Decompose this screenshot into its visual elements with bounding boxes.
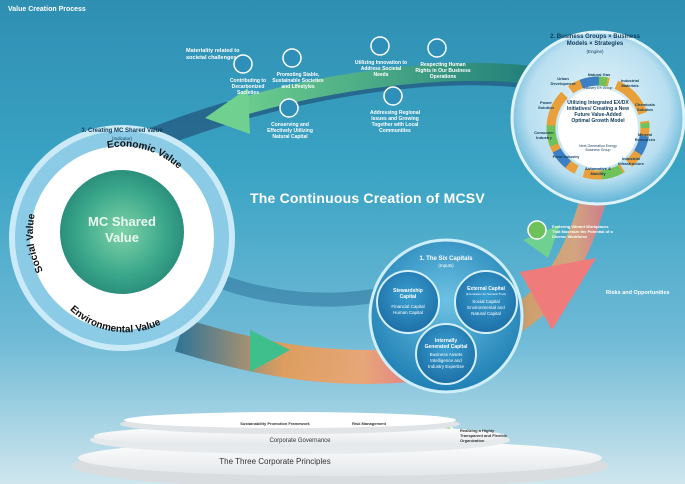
internal-body: Business Assets Intelligence and Industr… [427, 352, 464, 369]
internal-title: Internally Generated Capital [424, 338, 468, 350]
workplace-icon [527, 220, 547, 240]
sustainable-icon [282, 48, 302, 68]
segment-mineral: Mineral Resources [634, 132, 656, 142]
segment-natural-gas: Natural Gas [587, 72, 611, 77]
materiality-item-human-rights: Respecting Human Rights in Our Business … [415, 62, 471, 80]
arrow-head-top [205, 88, 250, 134]
natural-capital-icon [279, 98, 299, 118]
external-circle [454, 270, 518, 334]
shared-value-title: 3. Creating MC Shared Value [81, 128, 163, 134]
business-center [558, 88, 638, 168]
business-subtitle: (Engine) [586, 49, 604, 54]
external-title: External Capital [467, 286, 505, 292]
business-center-text: Utilizing Integrated EX/DX Initiatives/ … [567, 100, 629, 124]
platform-governance: Corporate Governance [269, 438, 331, 444]
human-rights-icon [427, 38, 447, 58]
segment-chemicals: Chemicals Solution [634, 102, 655, 112]
shared-value-center: MC Shared Value [88, 214, 156, 245]
materiality-item-regional: Addressing Regional Issues and Growing T… [369, 110, 420, 134]
materiality-item-innovation: Utilizing Innovation to Address Societal… [354, 60, 408, 78]
stewardship-title: Stewardship Capital [393, 288, 423, 300]
innovation-icon [370, 36, 390, 56]
page-title: Value Creation Process [8, 6, 86, 13]
platform-sustainability: Sustainability Promotion Framework [240, 421, 310, 426]
capitals-title: 1. The Six Capitals [419, 256, 473, 262]
stewardship-circle [376, 270, 440, 334]
segment-food: Food Industry [552, 154, 580, 159]
loop-band-bottom [174, 318, 412, 384]
materiality-item-sustainable: Promoting Stable, Sustainable Societies … [272, 72, 324, 90]
shared-value-core [60, 170, 184, 294]
segment-power: Power Solution [538, 100, 554, 110]
platform-realizing: Realizing a Highly Transparent and Flexi… [460, 428, 508, 443]
ring-label-industry-dx: Industry DX Group [583, 86, 613, 90]
capitals-subtitle: (Inputs) [438, 263, 454, 268]
materiality-title: Materiality related to societal challeng… [186, 48, 240, 61]
segment-urban: Urban Development [550, 76, 576, 86]
materiality-item-decarbonized: Contributing to Decarbonized Societies [229, 78, 267, 96]
arrow-head-right-green [523, 225, 560, 258]
risks-opportunities: Risks and Opportunities [606, 290, 670, 296]
arrow-head-right-pink [520, 258, 596, 330]
business-color-ring-3 [546, 76, 650, 180]
decarbonized-icon [233, 54, 253, 74]
segment-consumer: Consumer Industry [534, 130, 554, 140]
ring-label-next-gen: Next-Generation Energy Business Group [579, 144, 617, 152]
shared-value-subtitle: (Indicator) [111, 136, 133, 141]
segment-industrial-materials: Industrial Materials [620, 78, 639, 88]
business-title: 2. Business Groups × Business Models × S… [550, 34, 640, 47]
fostering-text: Fostering Vibrant Workplaces That Maximi… [552, 224, 613, 239]
external-note: (Foundation for Societal Trust) [465, 292, 507, 296]
internal-circle [415, 323, 477, 385]
segment-industrial-infrastructure: Industrial Infrastructure [617, 156, 644, 166]
loop-band-top-arrow [227, 62, 542, 119]
regional-icon [383, 86, 403, 106]
platform-principles: The Three Corporate Principles [219, 457, 331, 466]
external-body: Social Capital Environmental and Natural… [467, 299, 505, 316]
stewardship-body: Financial Capital Human Capital [391, 304, 425, 315]
platform-risk: Risk Management [351, 421, 386, 426]
arrow-head-bottom [250, 330, 290, 372]
main-title: The Continuous Creation of MCSV [250, 190, 485, 206]
segment-automotive: Automotive & Mobility [585, 166, 611, 176]
platform-top-top [124, 412, 456, 428]
materiality-item-natural: Conserving and Effectively Utilizing Nat… [267, 122, 313, 140]
